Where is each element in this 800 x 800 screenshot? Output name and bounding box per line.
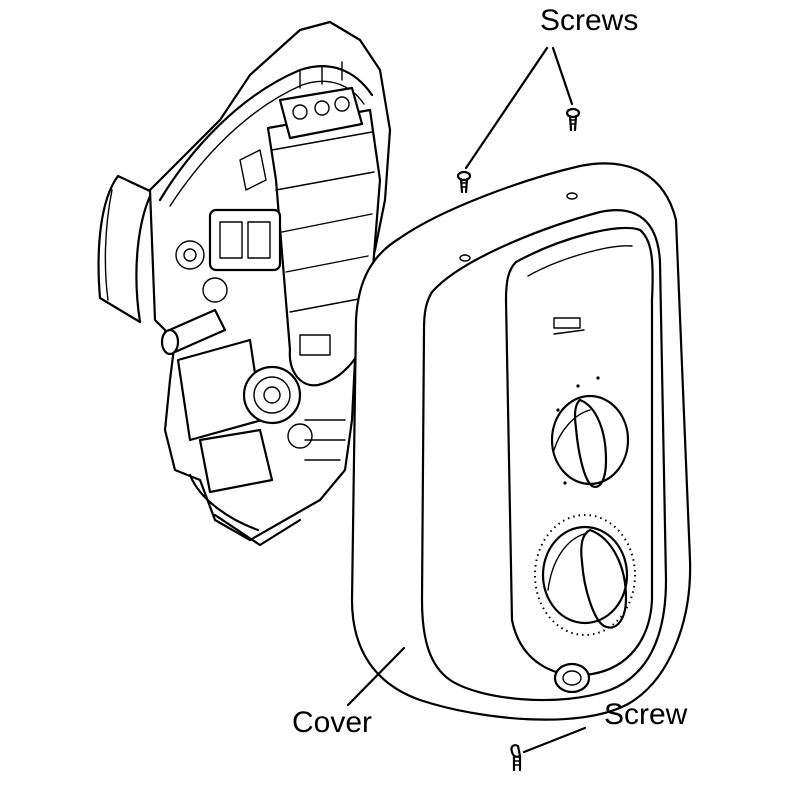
bottom-screw (510, 744, 522, 772)
temperature-knob (541, 525, 629, 629)
screws-label: Screws (540, 4, 638, 37)
power-selector-knob (550, 394, 630, 488)
leader-lines (346, 46, 587, 754)
temperature-scale (534, 514, 636, 636)
bottom-button (553, 662, 591, 694)
shower-cover (350, 162, 692, 721)
internal-unit (97, 20, 392, 547)
top-screw-left (456, 170, 472, 194)
cover-label: Cover (292, 706, 372, 739)
top-screw-right (565, 107, 581, 132)
screw-label: Screw (604, 698, 688, 731)
